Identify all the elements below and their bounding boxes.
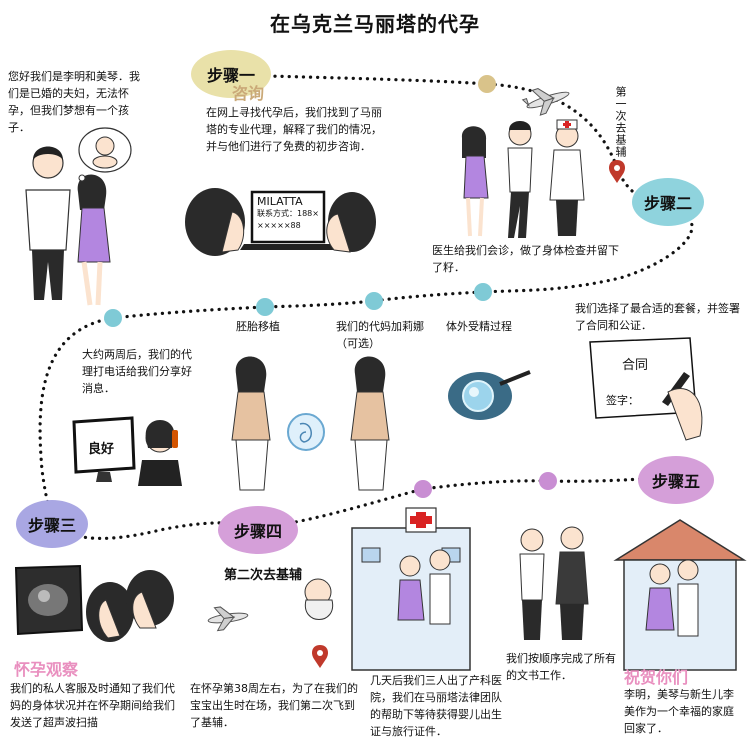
news-text: 大约两周后，我们的代理打电话给我们分享好消息． bbox=[82, 348, 192, 395]
step5-label: 步骤五 bbox=[651, 472, 700, 491]
consult-illustration bbox=[185, 188, 376, 256]
contract-sign-label: 签字： bbox=[606, 394, 639, 407]
contract-text: 我们选择了最合适的套餐，并签署了合同和公证． bbox=[575, 302, 740, 332]
step4-circle bbox=[218, 506, 298, 554]
ivf-label: 体外受精过程 bbox=[446, 320, 512, 333]
baby-illustration bbox=[304, 578, 334, 620]
docs-text: 我们按顺序完成了所有的文书工作． bbox=[506, 652, 616, 682]
surrogate-transfer-illustration bbox=[231, 356, 325, 491]
route-dot bbox=[539, 472, 557, 490]
page-title: 在乌克兰马丽塔的代孕 bbox=[270, 12, 480, 36]
route-dot bbox=[104, 309, 122, 327]
consult-caption: 咨询 bbox=[232, 84, 265, 103]
laptop-contact: 联系方式：188× bbox=[257, 209, 319, 218]
hospital-illustration bbox=[351, 507, 471, 671]
step5-circle bbox=[638, 456, 714, 504]
surrogate-label: 我们的代妈加莉娜（可选） bbox=[336, 320, 424, 350]
route-dot bbox=[414, 480, 432, 498]
laptop-brand: MILATTA bbox=[257, 195, 303, 208]
airplane-icon bbox=[521, 87, 570, 116]
ivf-cell-icon bbox=[448, 370, 531, 420]
route-dot bbox=[256, 298, 274, 316]
airplane-icon bbox=[207, 606, 249, 632]
celebrate-caption: 祝贺你们 bbox=[624, 668, 689, 687]
house-illustration bbox=[613, 519, 747, 671]
intro-text: 您好我们是李明和美琴．我们是已婚的夫妇，无法怀孕，但我们梦想有一个孩子． bbox=[8, 70, 140, 134]
location-pin-icon bbox=[609, 160, 625, 183]
laptop-screen: MILATTA 联系方式：188× ×××××88 bbox=[257, 196, 319, 232]
route-dot bbox=[365, 292, 383, 310]
location-pin-icon bbox=[312, 645, 328, 668]
laptop-number: ×××××88 bbox=[257, 221, 301, 230]
doctor-exam-illustration bbox=[461, 119, 585, 238]
handshake-illustration bbox=[519, 526, 589, 640]
route-dot bbox=[474, 283, 492, 301]
birth-text: 几天后我们三人出了产科医院，我们在马丽塔法律团队的帮助下等待获得婴儿出生证与旅行… bbox=[370, 674, 502, 738]
step2-circle bbox=[632, 178, 704, 226]
step2-label: 步骤二 bbox=[643, 194, 692, 213]
surrogate-illustration bbox=[350, 356, 390, 491]
step3-label: 步骤三 bbox=[27, 516, 76, 535]
ultrasound-illustration bbox=[14, 564, 174, 642]
consult-text: 在网上寻找代孕后，我们找到了马丽塔的专业代理，解释了我们的情况，并与他们进行了免… bbox=[206, 106, 382, 153]
couple-illustration bbox=[25, 127, 132, 306]
trip1-text: 第一次去基辅 bbox=[614, 86, 627, 158]
celebrate-text: 李明，美琴与新生儿李美作为一个幸福的家庭回家了． bbox=[624, 688, 734, 735]
contract-illustration bbox=[589, 337, 703, 441]
pregnancy-caption: 怀孕观察 bbox=[14, 660, 79, 679]
monitor-screen-text: 良好 bbox=[88, 442, 115, 457]
step1-circle bbox=[191, 50, 271, 98]
exam-text: 医生给我们会诊，做了身体检查并留下了籽． bbox=[432, 244, 619, 274]
pregnancy-text: 我们的私人客服及时通知了我们代妈的身体状况并在怀孕期间给我们发送了超声波扫描 bbox=[10, 682, 175, 729]
trip2-text: 在怀孕第38周左右，为了在我们的宝宝出生时在场，我们第二次飞到了基辅． bbox=[190, 682, 358, 729]
step3-circle bbox=[16, 500, 88, 548]
trip2-heading: 第二次去基辅 bbox=[224, 568, 303, 583]
step1-label: 步骤一 bbox=[206, 66, 255, 85]
transfer-label: 胚胎移植 bbox=[236, 320, 280, 333]
contract-doc-title: 合同 bbox=[622, 358, 649, 373]
step4-label: 步骤四 bbox=[233, 522, 282, 541]
news-illustration bbox=[72, 416, 182, 486]
route-dot bbox=[478, 75, 496, 93]
